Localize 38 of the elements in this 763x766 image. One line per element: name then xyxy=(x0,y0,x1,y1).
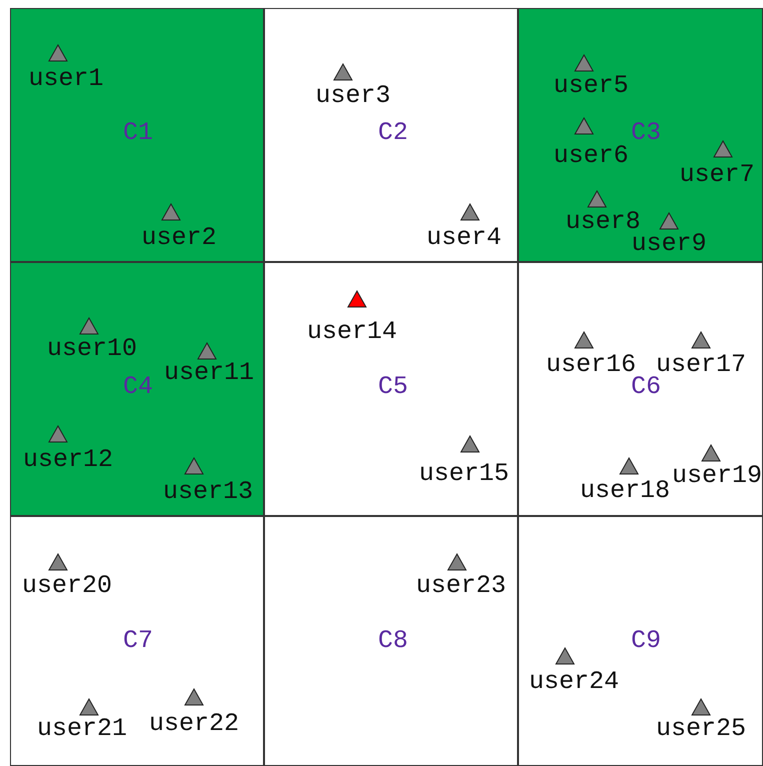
user-label: user25 xyxy=(654,716,747,742)
cell-label: C9 xyxy=(631,627,661,655)
grid-cell xyxy=(518,8,763,262)
cell-label: C2 xyxy=(378,119,408,147)
grid-cell xyxy=(10,8,264,262)
user-label: user24 xyxy=(528,669,620,695)
grid-cell xyxy=(10,516,264,766)
cell-label: C8 xyxy=(378,627,408,655)
grid-cell xyxy=(10,262,264,516)
grid-cell xyxy=(518,262,763,516)
cell-label: C1 xyxy=(123,119,153,147)
user-label: user21 xyxy=(36,716,128,742)
user-label: user13 xyxy=(162,479,254,505)
user-label: user22 xyxy=(148,711,240,737)
user-label: user1 xyxy=(27,66,104,92)
user-label: user18 xyxy=(578,478,671,504)
cell-label: C3 xyxy=(631,119,661,147)
grid-cell xyxy=(264,516,518,766)
user-label: user3 xyxy=(314,83,392,109)
user-label: user20 xyxy=(20,573,113,599)
cell-label: C7 xyxy=(123,627,153,655)
grid-cell xyxy=(518,516,763,766)
user-label: user4 xyxy=(425,225,502,251)
user-label: user6 xyxy=(552,143,630,169)
user-label: user2 xyxy=(140,225,218,251)
grid-cell xyxy=(264,8,518,262)
user-label: user10 xyxy=(46,336,138,362)
cell-label: C5 xyxy=(378,373,408,401)
user-label: user23 xyxy=(414,573,507,599)
user-label: user11 xyxy=(162,360,255,386)
cell-label: C4 xyxy=(123,373,153,401)
user-label: user19 xyxy=(670,463,763,489)
user-label: user15 xyxy=(418,461,510,487)
grid-cell xyxy=(264,262,518,516)
user-label: user7 xyxy=(678,162,756,188)
user-label: user12 xyxy=(22,447,114,473)
user-label: user14 xyxy=(306,319,398,345)
user-label: user5 xyxy=(552,73,630,99)
